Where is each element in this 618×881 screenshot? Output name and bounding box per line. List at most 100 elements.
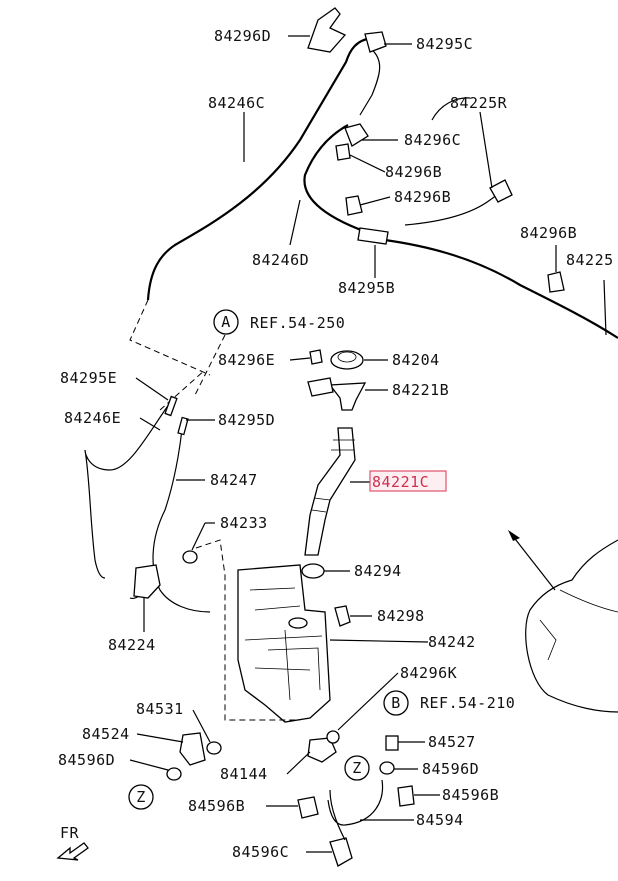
circle-b-text: B (391, 694, 401, 712)
label-84296k[interactable]: 84296K (400, 664, 457, 682)
grommet-84233 (182, 550, 198, 564)
label-84225r[interactable]: 84225R (450, 94, 508, 112)
label-84296d[interactable]: 84296D (214, 27, 271, 45)
label-84596c[interactable]: 84596C (232, 843, 289, 861)
hose-84594-b (327, 779, 384, 826)
joint-84295e (164, 395, 178, 417)
pump-84524 (179, 732, 206, 766)
fr-arrow-icon (56, 842, 89, 861)
tank-detail (244, 587, 323, 701)
callout-circle-a: A (213, 309, 239, 335)
clip-84596b-left (297, 796, 319, 819)
bracket-84296d (307, 7, 347, 53)
callout-circle-z1: Z (128, 784, 154, 810)
clip-84596d-left (166, 767, 182, 781)
fr-text: FR (60, 824, 80, 842)
callout-circle-b: B (383, 690, 409, 716)
circle-z2-text: Z (352, 759, 362, 777)
grommet-84531 (206, 741, 222, 755)
valve-84224 (133, 564, 161, 599)
joint-84295d (177, 416, 189, 436)
circle-a-text: A (221, 313, 231, 331)
label-84531[interactable]: 84531 (136, 700, 184, 718)
hose-84225r-top (431, 97, 471, 121)
bolt-84298 (334, 605, 351, 627)
clip-84596c (329, 837, 353, 867)
label-84295b[interactable]: 84295B (338, 279, 395, 297)
clip-84296c (344, 123, 369, 147)
hose-84221c (304, 427, 356, 556)
label-84295d[interactable]: 84295D (218, 411, 275, 429)
joint-84295b (357, 227, 389, 245)
label-84296b-a[interactable]: 84296B (385, 163, 442, 181)
hose-84246d (303, 124, 376, 237)
label-84225[interactable]: 84225 (566, 251, 614, 269)
hose-84594-a (329, 789, 346, 841)
grommet-84527 (385, 735, 399, 751)
label-84294[interactable]: 84294 (354, 562, 402, 580)
filler-bracket (307, 377, 334, 397)
cap-84204-inner (337, 351, 357, 363)
cap-84204 (330, 350, 364, 370)
highlight-box-84221c (369, 470, 447, 492)
clip-84296b-c (547, 271, 565, 293)
ring-84294 (301, 563, 325, 579)
label-84296e[interactable]: 84296E (218, 351, 275, 369)
label-84247[interactable]: 84247 (210, 471, 258, 489)
clip-84296b-b (345, 195, 363, 216)
label-84233[interactable]: 84233 (220, 514, 268, 532)
hose-84246c (146, 36, 373, 301)
hose-84247 (152, 419, 211, 613)
clip-84596d-right (379, 761, 395, 775)
vehicle-detail (539, 589, 618, 661)
part-labels: 84296D 84295C 84246C 84225R 84296C 84296… (58, 27, 614, 861)
label-84527[interactable]: 84527 (428, 733, 476, 751)
routing-dash-a (194, 334, 226, 396)
tank-opening (288, 617, 308, 629)
label-84221c[interactable]: 84221C (372, 473, 429, 491)
label-84524[interactable]: 84524 (82, 725, 130, 743)
clip-84296k (326, 730, 340, 744)
label-84296c[interactable]: 84296C (404, 131, 461, 149)
clip-84596b-right (397, 785, 415, 807)
label-84594[interactable]: 84594 (416, 811, 464, 829)
tank-84242 (237, 564, 331, 723)
label-84221b[interactable]: 84221B (392, 381, 449, 399)
label-84295e[interactable]: 84295E (60, 369, 117, 387)
label-84246c[interactable]: 84246C (208, 94, 265, 112)
hose-84225-run (384, 238, 618, 339)
joint-84295c (364, 31, 387, 53)
label-84242[interactable]: 84242 (428, 633, 476, 651)
leader-lines (129, 35, 557, 853)
clip-84296b-a (335, 143, 351, 161)
hose-84295c-run (359, 47, 381, 116)
label-84246e[interactable]: 84246E (64, 409, 121, 427)
connector-84225r (489, 179, 513, 203)
label-84296b-c[interactable]: 84296B (520, 224, 577, 242)
label-84596d-left[interactable]: 84596D (58, 751, 115, 769)
label-84596b-left[interactable]: 84596B (188, 797, 245, 815)
label-84296b-b[interactable]: 84296B (394, 188, 451, 206)
label-84144[interactable]: 84144 (220, 765, 268, 783)
hose-84246e (84, 399, 173, 579)
label-ref-54-250[interactable]: REF.54-250 (250, 314, 345, 332)
routing-dash-1 (129, 299, 211, 376)
label-84596d-right[interactable]: 84596D (422, 760, 479, 778)
label-ref-54-210[interactable]: REF.54-210 (420, 694, 515, 712)
hose-84221c-ribs (311, 439, 355, 513)
hose-84225-right (603, 279, 607, 336)
vehicle-arrow-line (511, 534, 556, 591)
label-84224[interactable]: 84224 (108, 636, 156, 654)
label-84298[interactable]: 84298 (377, 607, 425, 625)
vehicle-arrow-head (508, 530, 520, 541)
label-84246d[interactable]: 84246D (252, 251, 309, 269)
circle-z1-text: Z (136, 788, 146, 806)
filler-84221b (328, 382, 367, 411)
label-84204[interactable]: 84204 (392, 351, 440, 369)
tank-guide-dash (195, 539, 300, 721)
callout-circle-z2: Z (344, 755, 370, 781)
label-84295c[interactable]: 84295C (416, 35, 473, 53)
label-84596b-right[interactable]: 84596B (442, 786, 499, 804)
